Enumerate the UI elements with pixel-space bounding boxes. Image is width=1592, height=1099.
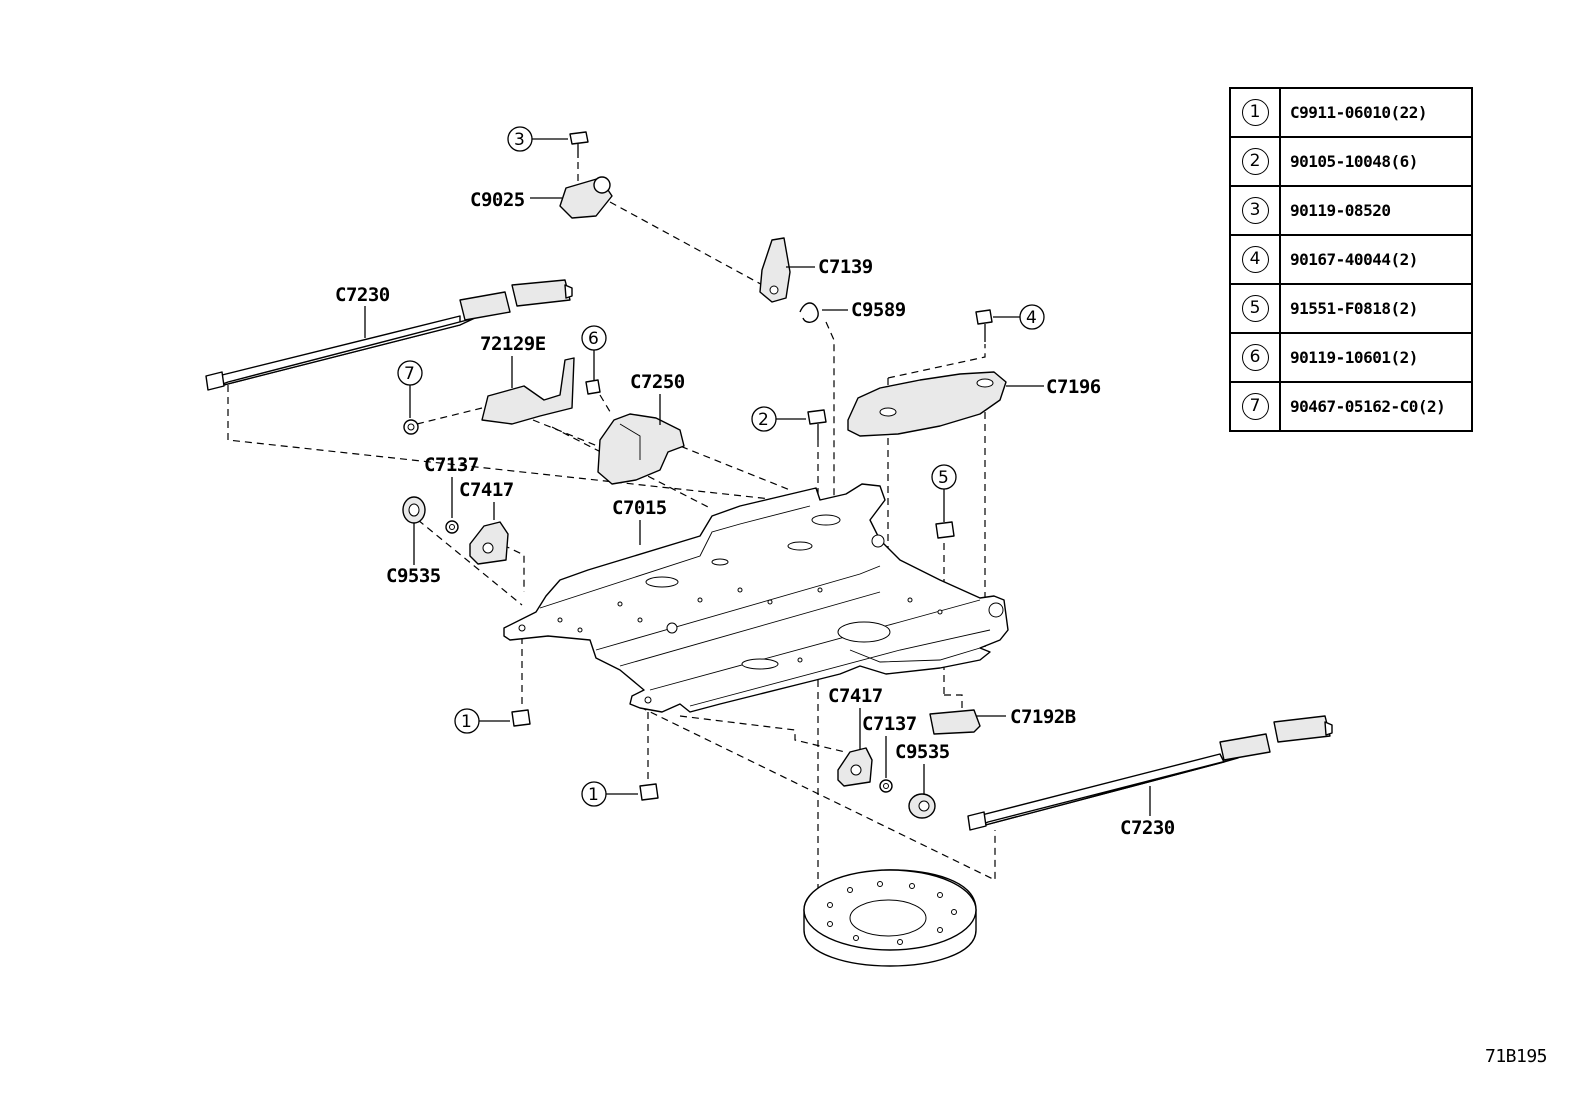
legend-row: 4 90167-40044(2) — [1229, 234, 1473, 285]
label-c7230-top: C7230 — [335, 284, 390, 306]
legend-part-number: 90119-10601(2) — [1279, 332, 1473, 383]
legend-rows: 1 C9911-06010(22) 2 90105-10048(6) 3 901… — [1229, 87, 1473, 432]
bolt-1a: 1 — [454, 708, 531, 734]
bolt-2: 2 — [751, 406, 827, 440]
label-c7196: C7196 — [1046, 376, 1101, 398]
part-c7196: 4 C7196 — [847, 304, 1101, 437]
legend-row: 1 C9911-06010(22) — [1229, 87, 1473, 138]
label-72129e: 72129E — [480, 333, 546, 355]
legend-part-number: 90105-10048(6) — [1279, 136, 1473, 187]
label-c9025: C9025 — [470, 189, 525, 211]
part-c9025: 3 C9025 — [470, 126, 613, 219]
legend-part-number: 90119-08520 — [1279, 185, 1473, 236]
legend-row: 6 90119-10601(2) — [1229, 332, 1473, 383]
label-c7192b: C7192B — [1010, 706, 1076, 728]
label-c7137-top: C7137 — [424, 454, 479, 476]
legend-row: 7 90467-05162-C0(2) — [1229, 381, 1473, 432]
label-c9535-bottom: C9535 — [895, 741, 950, 763]
bolt-5: 5 — [931, 464, 957, 539]
legend-part-number: 90467-05162-C0(2) — [1279, 381, 1473, 432]
parts-left-group: C7137 C7417 C9535 — [386, 454, 514, 587]
turntable-ring — [803, 869, 977, 967]
callout-4-number: 4 — [1026, 308, 1037, 328]
legend-row: 3 90119-08520 — [1229, 185, 1473, 236]
bolt-1b: 1 — [581, 781, 659, 807]
part-c7230-bottom: C7230 — [967, 715, 1333, 839]
label-c7417-top: C7417 — [459, 479, 514, 501]
legend-key: 5 — [1241, 295, 1269, 322]
label-c7230-bottom: C7230 — [1120, 817, 1175, 839]
callout-1b-number: 1 — [588, 785, 599, 805]
callout-6-number: 6 — [588, 329, 599, 349]
part-c7230-top: C7230 — [205, 279, 573, 391]
diagram-id: 71B195 — [1485, 1046, 1548, 1067]
label-c7250: C7250 — [630, 371, 685, 393]
parts-lower-group: C7417 C7137 C9535 — [828, 685, 950, 819]
legend-key: 4 — [1241, 246, 1269, 273]
part-c7192b: C7192B — [929, 706, 1076, 735]
callout-2-number: 2 — [758, 410, 769, 430]
label-c7139: C7139 — [818, 256, 873, 278]
callout-7-number: 7 — [404, 364, 415, 384]
label-c7417-bottom: C7417 — [828, 685, 883, 707]
label-c9535-top: C9535 — [386, 565, 441, 587]
callout-5-number: 5 — [938, 468, 949, 488]
legend-part-number: 91551-F0818(2) — [1279, 283, 1473, 334]
parts-legend-table: 1 C9911-06010(22) 2 90105-10048(6) 3 901… — [1229, 87, 1473, 432]
part-c7139: C7139 — [759, 237, 873, 303]
legend-part-number: C9911-06010(22) — [1279, 87, 1473, 138]
callout-1a-number: 1 — [461, 712, 472, 732]
part-72129e: 72129E 7 — [397, 333, 575, 435]
callout-3-number: 3 — [514, 130, 525, 150]
part-c9589: C9589 — [799, 299, 906, 323]
part-c7250: 6 C7250 — [581, 325, 685, 485]
part-c7015-frame: C7015 — [503, 483, 1009, 713]
label-c7137-bottom: C7137 — [862, 713, 917, 735]
legend-key: 3 — [1241, 197, 1269, 224]
label-c9589: C9589 — [851, 299, 906, 321]
legend-row: 5 91551-F0818(2) — [1229, 283, 1473, 334]
legend-key: 1 — [1241, 99, 1269, 126]
legend-key: 2 — [1241, 148, 1269, 175]
legend-part-number: 90167-40044(2) — [1279, 234, 1473, 285]
label-c7015: C7015 — [612, 497, 667, 519]
legend-key: 6 — [1241, 344, 1269, 371]
legend-key: 7 — [1241, 393, 1269, 420]
legend-row: 2 90105-10048(6) — [1229, 136, 1473, 187]
